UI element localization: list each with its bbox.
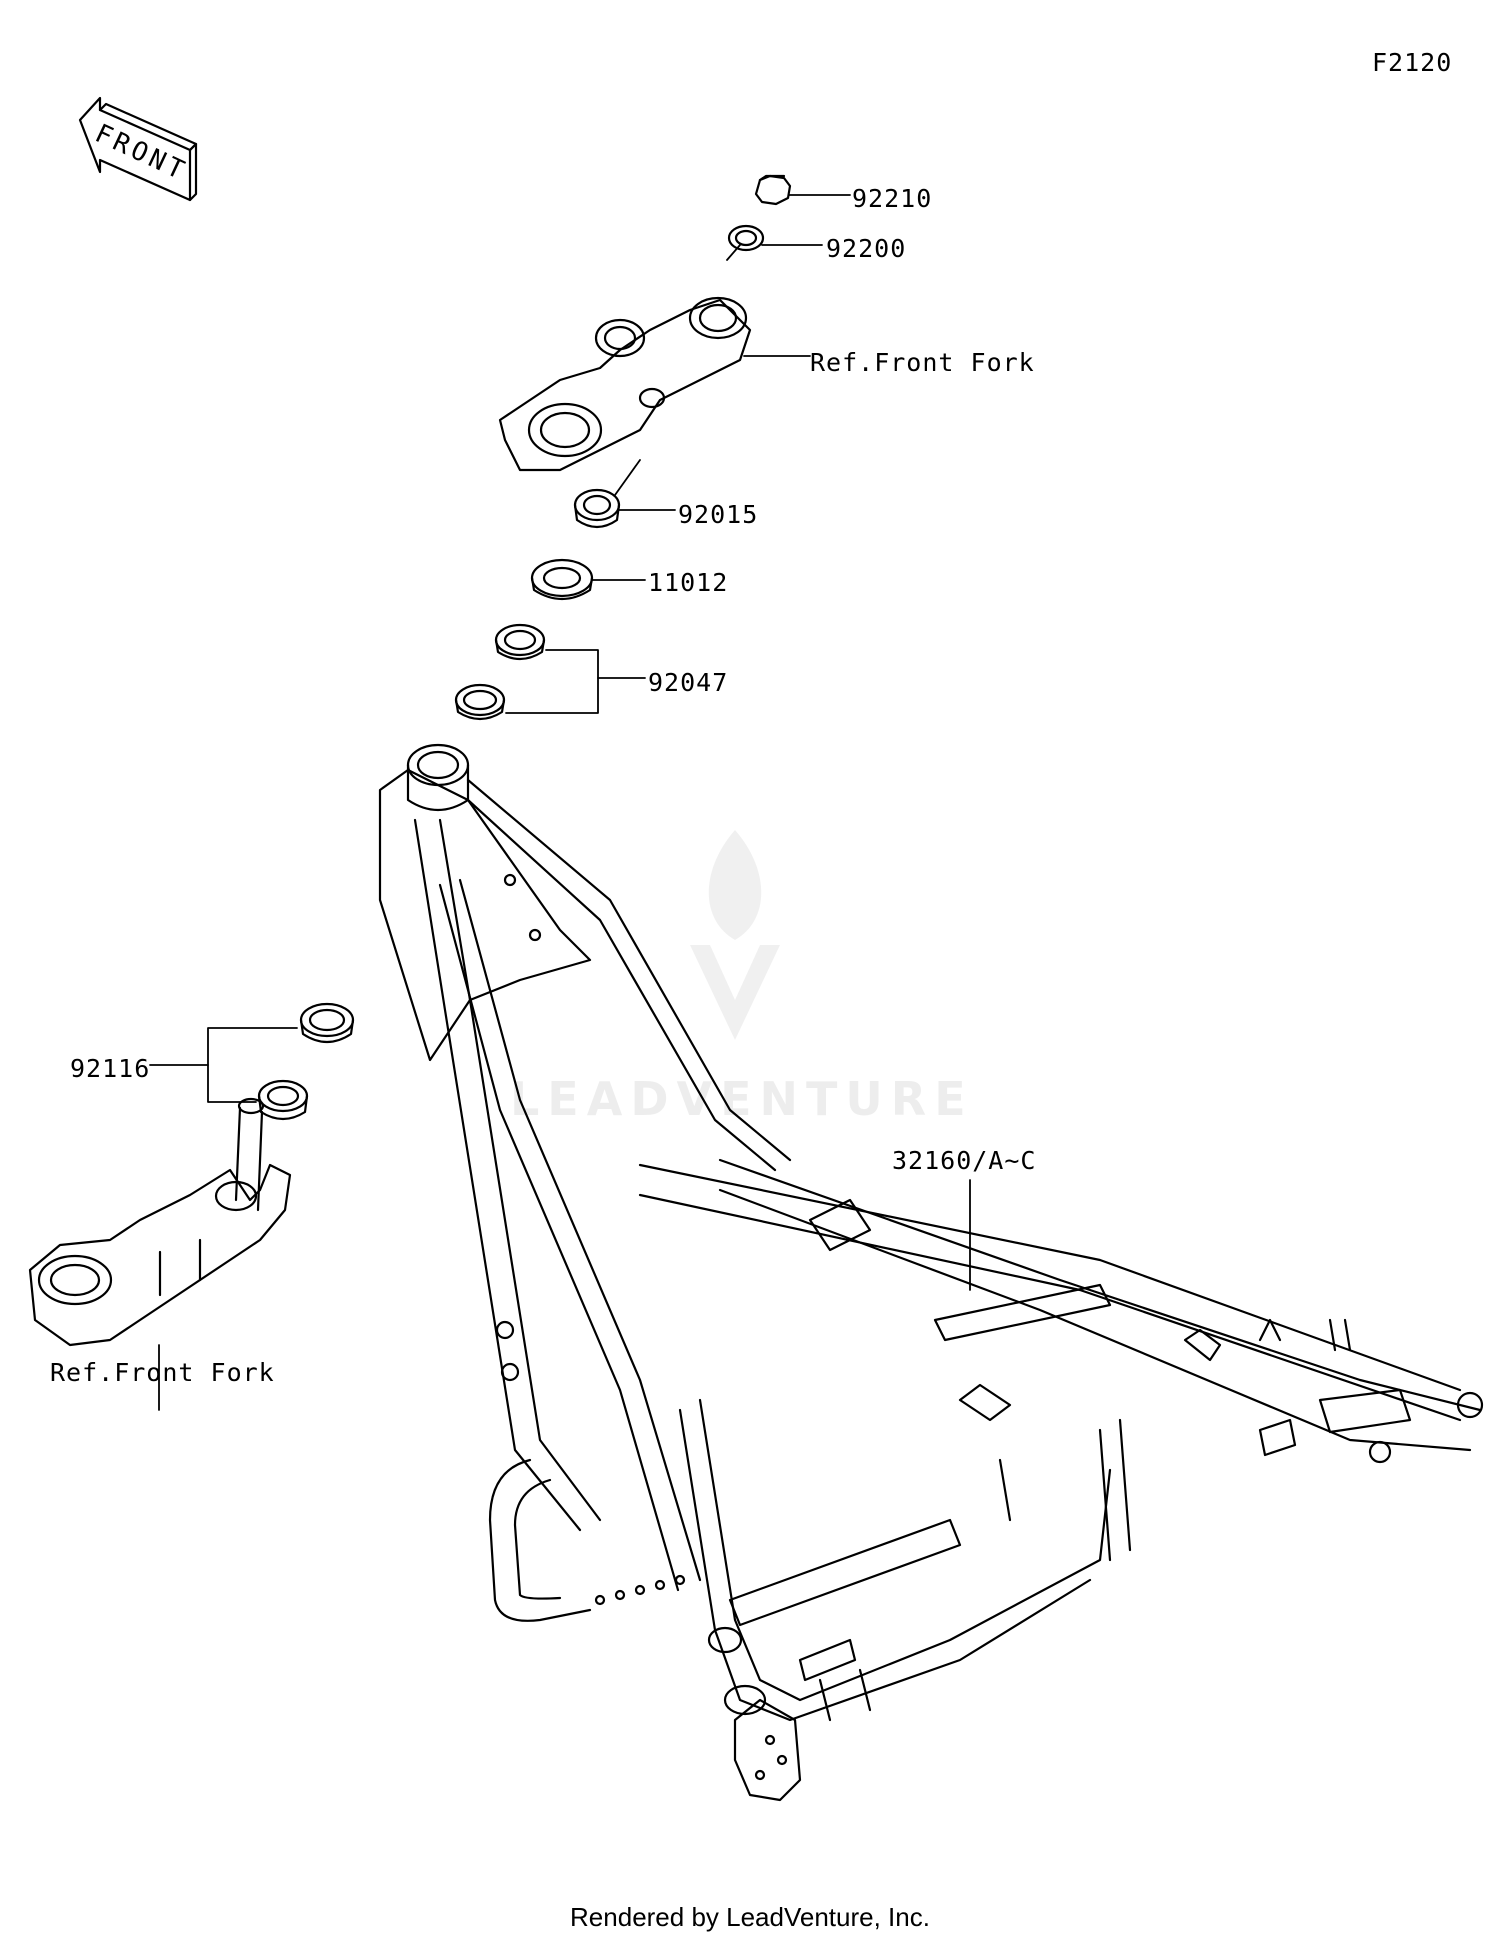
diagram-code: F2120 xyxy=(1372,48,1453,77)
part-label-92210[interactable]: 92210 xyxy=(852,184,933,213)
part-11012-seal-icon xyxy=(530,558,594,601)
main-frame-icon xyxy=(378,743,1484,1802)
part-label-92200[interactable]: 92200 xyxy=(826,234,907,263)
leader-lines xyxy=(149,194,971,1411)
part-92047-bearing-icon xyxy=(454,623,546,721)
footer-credit: Rendered by LeadVenture, Inc. xyxy=(570,1902,930,1932)
part-label-92047[interactable]: 92047 xyxy=(648,668,729,697)
steering-stem-icon xyxy=(28,1097,292,1347)
part-92210-nut-icon xyxy=(754,174,792,206)
part-label-92015[interactable]: 92015 xyxy=(678,500,759,529)
part-label-11012[interactable]: 11012 xyxy=(648,568,729,597)
part-92200-washer-icon xyxy=(727,224,765,252)
part-label-32160[interactable]: 32160/A~C xyxy=(892,1146,1037,1175)
watermark-logo xyxy=(690,830,780,1040)
part-92116-bearing-icon xyxy=(257,1002,355,1121)
watermark-text: LEADVENTURE xyxy=(510,1072,974,1126)
part-label-92116[interactable]: 92116 xyxy=(70,1054,151,1083)
part-label-ref-front-fork-lower[interactable]: Ref.Front Fork xyxy=(50,1358,275,1387)
part-92015-nut-icon xyxy=(573,488,621,529)
front-arrow-icon xyxy=(78,96,198,202)
part-label-ref-front-fork-upper[interactable]: Ref.Front Fork xyxy=(810,348,1035,377)
upper-triple-clamp-icon xyxy=(498,296,752,472)
